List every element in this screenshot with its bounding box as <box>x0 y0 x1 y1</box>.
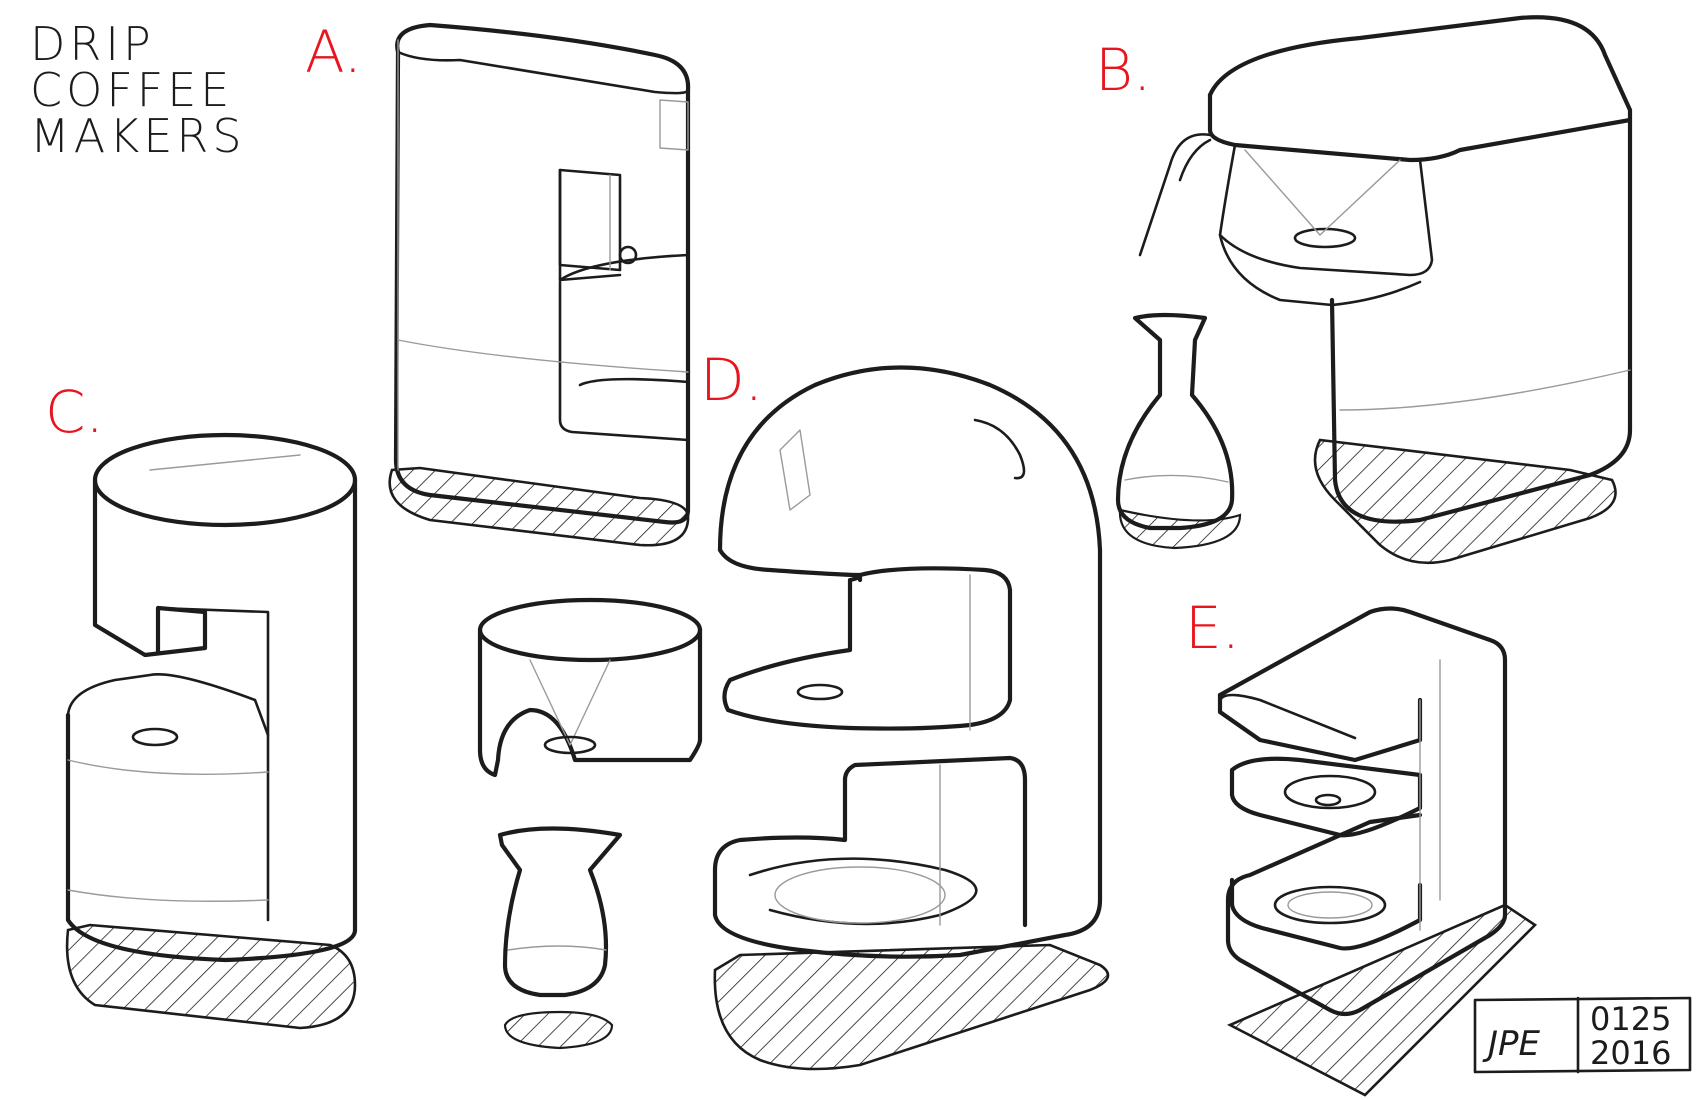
shadow-d <box>713 943 1110 1071</box>
shadow-b-carafe <box>1118 508 1242 550</box>
coffee-maker-d <box>712 365 1110 1071</box>
signature-block: JPE 0125 2016 <box>1473 996 1692 1074</box>
signature-initials: JPE <box>1482 1024 1541 1064</box>
coffee-maker-a <box>388 22 691 547</box>
title-line-3: MAKERS <box>30 109 246 163</box>
label-b: B. <box>1095 36 1151 104</box>
coffee-maker-c-parts <box>477 597 703 1050</box>
coffee-maker-b <box>1115 15 1633 565</box>
signature-date-line-1: 0125 <box>1590 1000 1671 1038</box>
coffee-maker-e <box>1217 606 1538 1097</box>
signature-date-line-2: 2016 <box>1590 1034 1671 1072</box>
shadow-small-carafe <box>503 1010 614 1050</box>
coffee-maker-c <box>65 432 358 1030</box>
label-d: D. <box>700 346 763 414</box>
label-e: E. <box>1185 594 1240 662</box>
shadow-b <box>1313 438 1617 565</box>
shadow-c <box>65 923 357 1030</box>
title-line-1: DRIP <box>30 17 155 71</box>
sheet-title: DRIP COFFEE MAKERS <box>30 17 246 163</box>
label-c: C. <box>45 378 104 446</box>
title-line-2: COFFEE <box>30 63 233 117</box>
label-a: A. <box>305 18 362 86</box>
